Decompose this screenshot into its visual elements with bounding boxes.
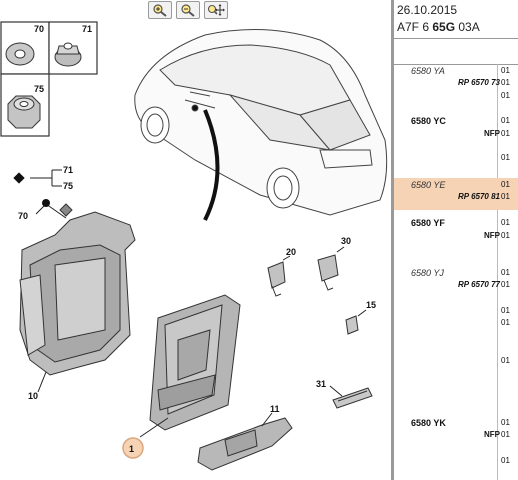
leader-20 bbox=[282, 255, 291, 261]
part-code[interactable]: 6580 YE bbox=[411, 180, 446, 190]
part-qty: 01 bbox=[501, 268, 510, 277]
hex-nut-icon bbox=[7, 95, 41, 129]
part-code[interactable]: 6580 YA bbox=[411, 66, 445, 76]
part-qty: 01 bbox=[501, 430, 510, 439]
selected-row-highlight bbox=[394, 178, 518, 210]
callout-75a: 75 bbox=[34, 84, 44, 94]
leader-30 bbox=[336, 246, 345, 253]
part-qty: 01 bbox=[501, 91, 510, 100]
diagram-panel: 70 71 75 bbox=[0, 1, 388, 471]
ref-suffix: 03A bbox=[455, 20, 480, 34]
diamond-marker-icon bbox=[13, 172, 25, 184]
relay-20-illustration bbox=[267, 261, 286, 297]
zoom-toolbar bbox=[148, 1, 228, 19]
callout-71b: 71 bbox=[63, 165, 73, 175]
header-separator bbox=[394, 38, 518, 39]
header-date: 26.10.2015 bbox=[397, 3, 458, 17]
leader-15 bbox=[357, 309, 367, 317]
part-qty: 01 bbox=[501, 153, 510, 162]
zoom-out-icon bbox=[181, 4, 195, 17]
callout-70b: 70 bbox=[18, 211, 28, 221]
part-qty: 01 bbox=[501, 280, 510, 289]
part-ref: NFP bbox=[484, 231, 500, 240]
zoom-pan-button[interactable] bbox=[204, 1, 228, 19]
callout-30: 30 bbox=[341, 236, 351, 246]
part-ref[interactable]: RP 6570 81 bbox=[458, 192, 500, 201]
car-illustration bbox=[134, 29, 388, 216]
header-ref: A7F 6 65G 03A bbox=[397, 20, 480, 34]
callout-71a: 71 bbox=[82, 24, 92, 34]
fuse-15-illustration bbox=[345, 315, 359, 335]
part-qty: 01 bbox=[501, 218, 510, 227]
part-qty: 01 bbox=[501, 116, 510, 125]
part-ref: NFP bbox=[484, 430, 500, 439]
part-qty: 01 bbox=[501, 356, 510, 365]
flange-nut-icon bbox=[54, 42, 82, 67]
part-ref: NFP bbox=[484, 129, 500, 138]
part-code[interactable]: 6580 YC bbox=[411, 116, 446, 126]
part-qty: 01 bbox=[501, 231, 510, 240]
leader-11 bbox=[261, 412, 273, 427]
zoom-pan-icon bbox=[207, 4, 225, 16]
part-ref[interactable]: RP 6570 73 bbox=[458, 78, 500, 87]
zoom-in-button[interactable] bbox=[148, 1, 172, 19]
callout-11: 11 bbox=[270, 404, 280, 414]
callout-10: 10 bbox=[28, 391, 38, 401]
bsi-unit-illustration bbox=[149, 294, 241, 431]
callout-1: 1 bbox=[129, 444, 134, 454]
leader-31 bbox=[329, 385, 343, 397]
ref-prefix: A7F 6 bbox=[397, 20, 433, 34]
callout-15: 15 bbox=[366, 300, 376, 310]
dot-marker-icon bbox=[42, 199, 50, 207]
part-qty: 01 bbox=[501, 318, 510, 327]
part-qty: 01 bbox=[501, 129, 510, 138]
callout-75b: 75 bbox=[63, 181, 73, 191]
cover-11-illustration bbox=[197, 417, 293, 471]
washer-icon bbox=[5, 42, 35, 66]
part-qty: 01 bbox=[501, 66, 510, 75]
ref-bold: 65G bbox=[432, 20, 456, 34]
relay-30-illustration bbox=[317, 254, 339, 291]
callout-70a: 70 bbox=[34, 24, 44, 34]
leader-10 bbox=[37, 371, 47, 393]
part-qty: 01 bbox=[501, 180, 510, 189]
zoom-out-button[interactable] bbox=[176, 1, 200, 19]
qty-column-separator bbox=[497, 64, 498, 480]
part-qty: 01 bbox=[501, 192, 510, 201]
fusebox-bracket-illustration bbox=[19, 203, 136, 376]
parts-diagram: 70 71 75 bbox=[0, 21, 388, 471]
fuse-strip-31-illustration bbox=[332, 387, 373, 409]
callout-31: 31 bbox=[316, 379, 326, 389]
part-qty: 01 bbox=[501, 456, 510, 465]
zoom-in-icon bbox=[153, 4, 167, 17]
part-qty: 01 bbox=[501, 306, 510, 315]
part-qty: 01 bbox=[501, 418, 510, 427]
list-top-separator bbox=[394, 64, 518, 65]
location-arrow bbox=[203, 109, 220, 221]
part-code[interactable]: 6580 YJ bbox=[411, 268, 444, 278]
part-code[interactable]: 6580 YK bbox=[411, 418, 446, 428]
fusebox-location-marker bbox=[191, 104, 199, 112]
part-ref[interactable]: RP 6570 77 bbox=[458, 280, 500, 289]
leader-1 bbox=[139, 417, 169, 438]
callout-20: 20 bbox=[286, 247, 296, 257]
panel-divider[interactable] bbox=[391, 0, 394, 480]
part-code[interactable]: 6580 YF bbox=[411, 218, 445, 228]
highlight-circle-1[interactable] bbox=[122, 437, 144, 459]
part-qty: 01 bbox=[501, 78, 510, 87]
parts-list-panel: 26.10.2015 A7F 6 65G 03A 6580 YA 01 RP 6… bbox=[394, 0, 518, 480]
